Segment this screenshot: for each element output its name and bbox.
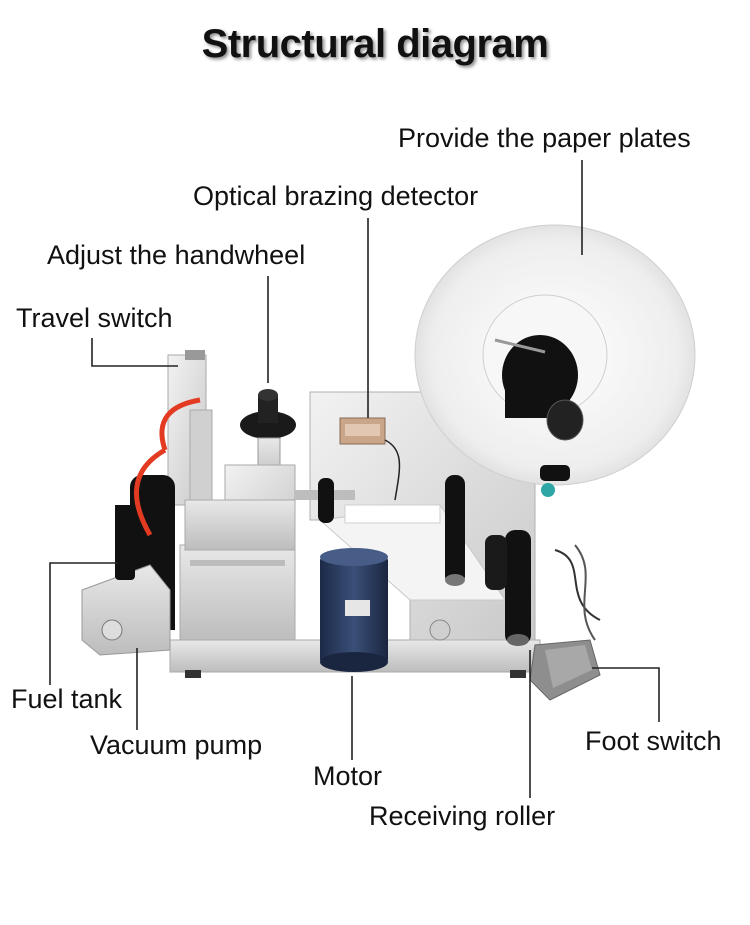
frame-connectors xyxy=(429,465,570,641)
paper-roll xyxy=(414,224,696,486)
leader-foot-switch xyxy=(592,667,660,722)
label-foot-switch: Foot switch xyxy=(585,726,722,756)
label-handwheel: Adjust the handwheel xyxy=(47,240,306,270)
vacuum-pump xyxy=(81,397,201,656)
label-fuel-tank: Fuel tank xyxy=(11,684,123,714)
receiving-roller xyxy=(485,530,531,646)
leader-travel-switch xyxy=(91,338,178,367)
travel-switch-column xyxy=(167,350,213,506)
leader-fuel-tank xyxy=(49,562,118,685)
label-paper-plates: Provide the paper plates xyxy=(398,123,691,153)
label-receiving-roller: Receiving roller xyxy=(369,801,556,831)
motor xyxy=(320,548,388,672)
label-travel-switch: Travel switch xyxy=(16,303,173,333)
leader-lines xyxy=(49,160,660,798)
optical-detector xyxy=(339,417,401,501)
foot-switch xyxy=(529,544,601,701)
label-motor: Motor xyxy=(313,761,383,791)
guide-rollers xyxy=(318,475,465,586)
label-vacuum-pump: Vacuum pump xyxy=(90,730,263,760)
diagram-title: Structural diagram xyxy=(201,22,549,66)
label-optical-detector: Optical brazing detector xyxy=(193,181,479,211)
